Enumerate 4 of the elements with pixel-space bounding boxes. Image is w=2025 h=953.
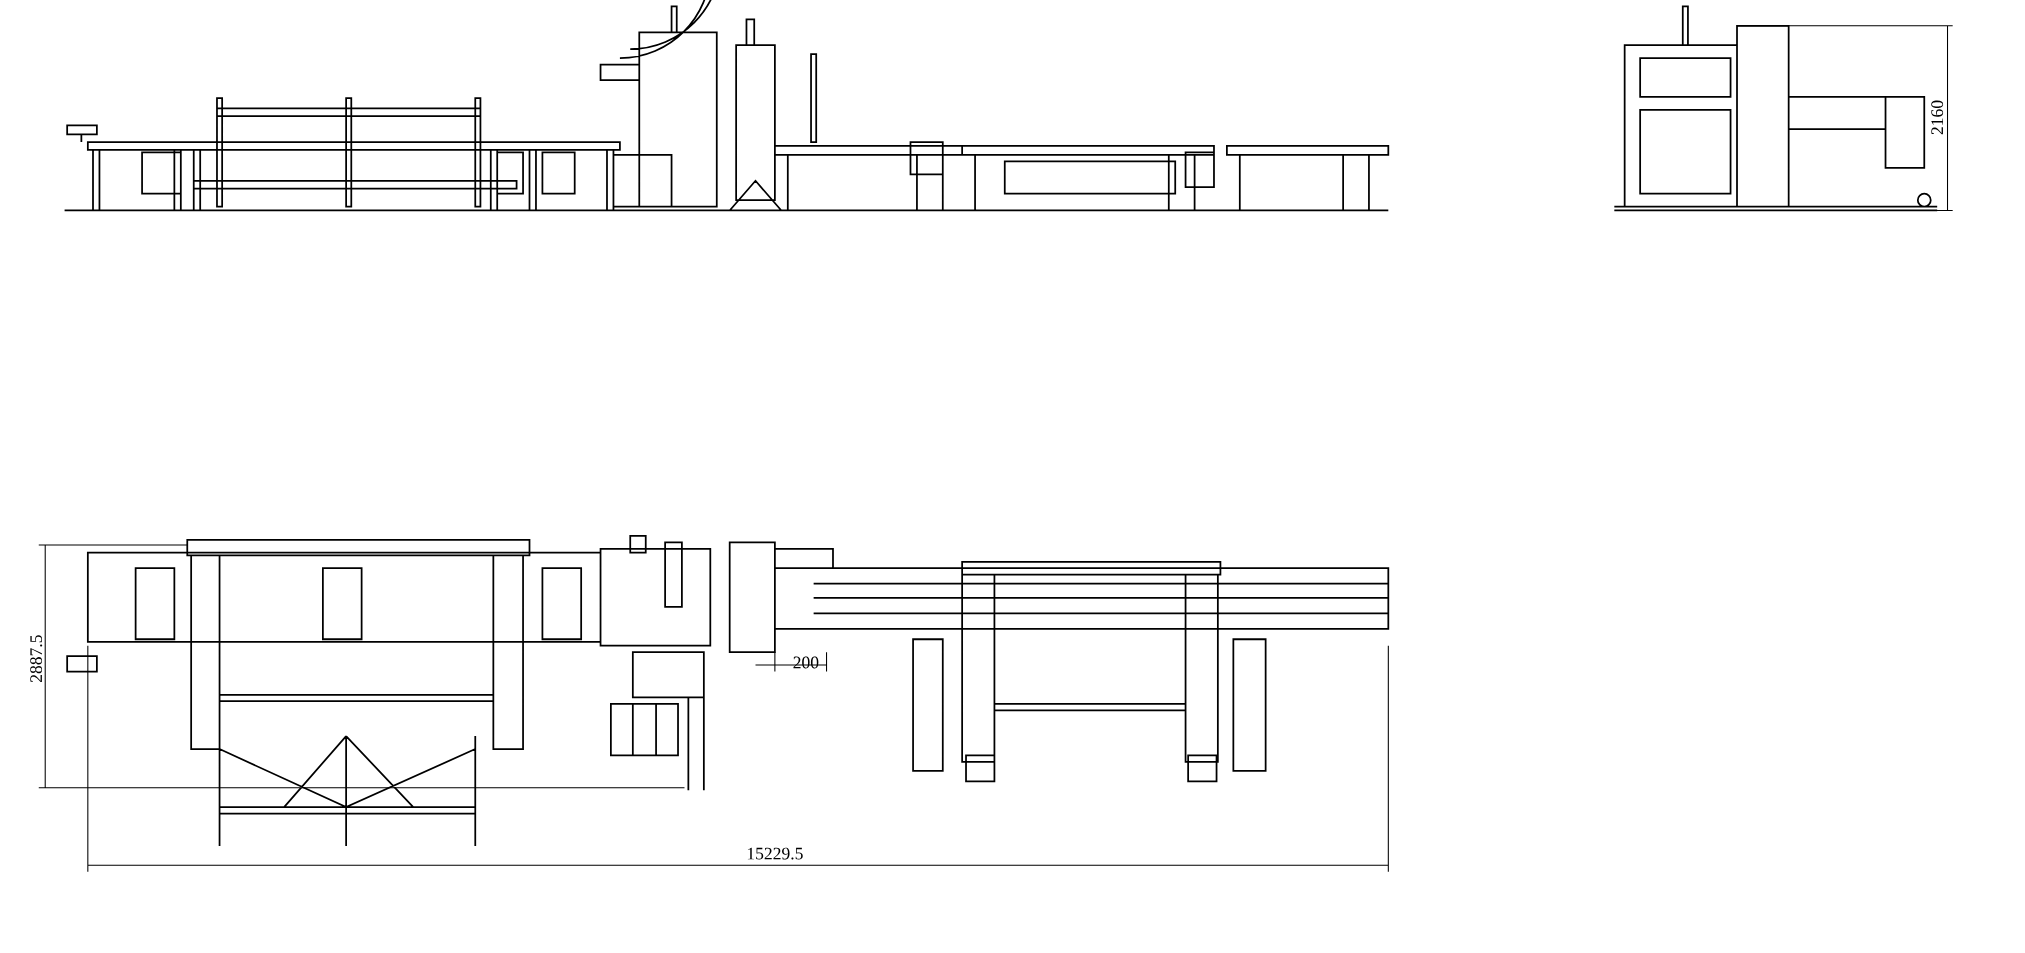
dimension-label: 200 <box>793 656 819 669</box>
dimension-label: 15229.5 <box>747 847 803 860</box>
dimension-label: 2887.5 <box>30 635 43 682</box>
dimension-label: 2160 <box>1931 100 1944 135</box>
